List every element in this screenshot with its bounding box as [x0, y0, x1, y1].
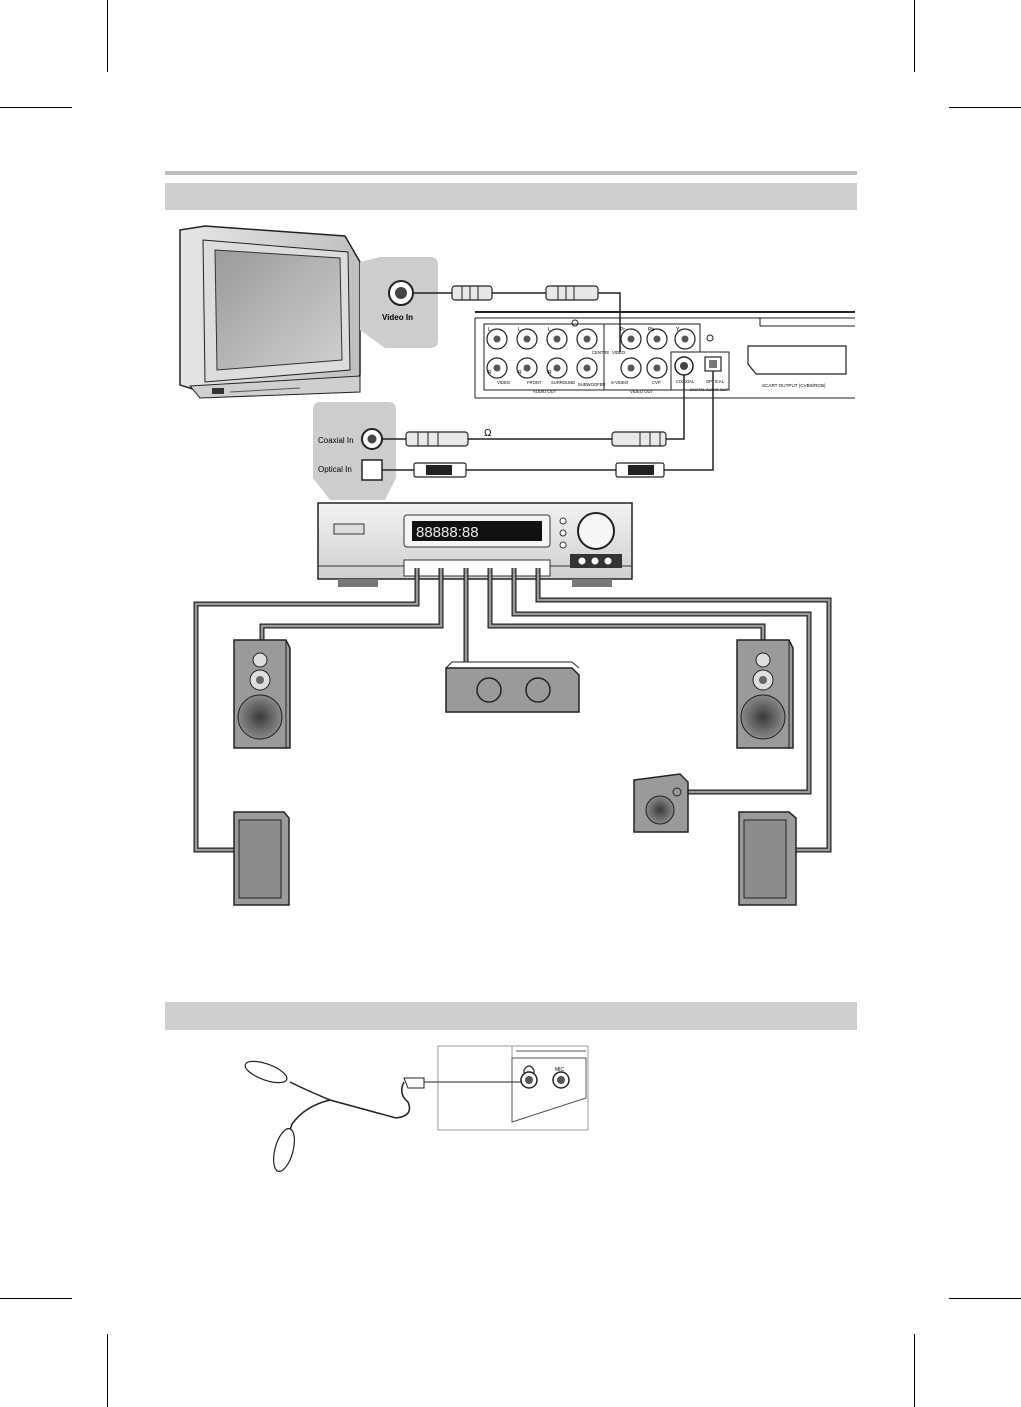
jack-letter: Pb	[648, 327, 654, 333]
dvd-rear-panel	[474, 311, 855, 399]
optical-cable	[382, 371, 714, 478]
coaxial-cable	[382, 375, 685, 447]
receiver-display: 88888:88	[416, 524, 479, 541]
crop-mark	[107, 0, 108, 72]
subwoofer	[633, 773, 689, 833]
jack-letter: R	[488, 370, 492, 376]
audio-out-label: VIDEO	[497, 380, 511, 385]
headphone-diagram: MIC	[244, 1045, 589, 1172]
video-in-label: Video In	[382, 313, 413, 322]
rca-jack-pin	[553, 335, 561, 343]
crop-mark	[914, 1334, 915, 1407]
rca-jack-pin	[627, 364, 635, 372]
jack-letter: L	[518, 327, 521, 333]
crop-mark	[107, 1334, 108, 1407]
rear-jacks	[486, 328, 696, 379]
front-right-speaker	[736, 639, 794, 749]
crop-mark	[0, 1298, 72, 1299]
scart-label: SCART OUTPUT (CVBS/RGB)	[762, 383, 826, 388]
video-label: VIDEO	[612, 350, 626, 355]
jack-letter: R	[548, 370, 552, 376]
mic-label: MIC	[555, 1067, 565, 1073]
header-rule	[165, 171, 857, 175]
coaxial-in-label: Coaxial In	[318, 436, 354, 445]
center-speaker	[445, 661, 580, 713]
audio-out-label: SURROUND	[551, 380, 575, 385]
jack-letter: L	[488, 327, 491, 333]
section-band-headphone	[165, 1002, 857, 1030]
rca-jack-pin	[653, 335, 661, 343]
jack-letter: Pr	[620, 327, 625, 333]
section-band-connection	[165, 183, 857, 210]
video-out-group: VIDEO OUT	[630, 389, 653, 394]
video-out-label: CVP	[652, 380, 661, 385]
surround-left-speaker	[233, 811, 290, 906]
crop-mark	[949, 1298, 1021, 1299]
receiver-callout	[313, 402, 396, 500]
earphones	[244, 1060, 522, 1172]
jack-letter: Y	[676, 327, 680, 333]
rca-jack-pin	[653, 364, 661, 372]
av-receiver: 88888:88	[317, 502, 633, 587]
crop-mark	[914, 0, 915, 72]
speaker-wires-inner	[194, 568, 831, 852]
player-front-panel: MIC	[437, 1045, 589, 1131]
audio-out-label: FRONT	[527, 380, 542, 385]
jack-letter: R	[518, 370, 522, 376]
coax-cable-symbol: Ω	[484, 428, 492, 439]
scart-connector	[747, 345, 847, 375]
video-cable	[413, 285, 621, 352]
rca-jack-pin	[583, 335, 591, 343]
rca-jack-pin	[523, 364, 531, 372]
crop-mark	[0, 107, 72, 108]
centre-label: CENTRE	[592, 350, 609, 355]
rca-jack-pin	[493, 335, 501, 343]
audio-out-group: AUDIO OUT	[533, 389, 557, 394]
rca-jack-pin	[493, 364, 501, 372]
optical-in-jack	[361, 459, 383, 481]
optical-in-label: Optical In	[318, 465, 352, 474]
surround-right-speaker	[738, 811, 797, 906]
jack-letter: L	[548, 327, 551, 333]
rca-jack-pin	[627, 335, 635, 343]
television	[179, 225, 361, 399]
connection-diagram: Video In L L L R R R Y Pb Pr CENTRE VIDE…	[179, 225, 855, 906]
digital-audio-out-label: DIGITAL AUDIO OUT	[690, 387, 729, 392]
rca-jack-pin	[681, 335, 689, 343]
crop-mark	[949, 107, 1021, 108]
headphone-icon	[523, 1065, 535, 1073]
rca-jack-pin	[523, 335, 531, 343]
audio-out-label: SUBWOOFER	[578, 382, 605, 387]
rca-jack-pin	[553, 364, 561, 372]
optical-label: OPTICAL	[706, 379, 725, 384]
coaxial-label: COAXIAL	[676, 379, 695, 384]
video-out-label: S-VIDEO	[611, 380, 629, 385]
rca-jack-pin	[583, 364, 591, 372]
front-left-speaker	[233, 639, 291, 749]
